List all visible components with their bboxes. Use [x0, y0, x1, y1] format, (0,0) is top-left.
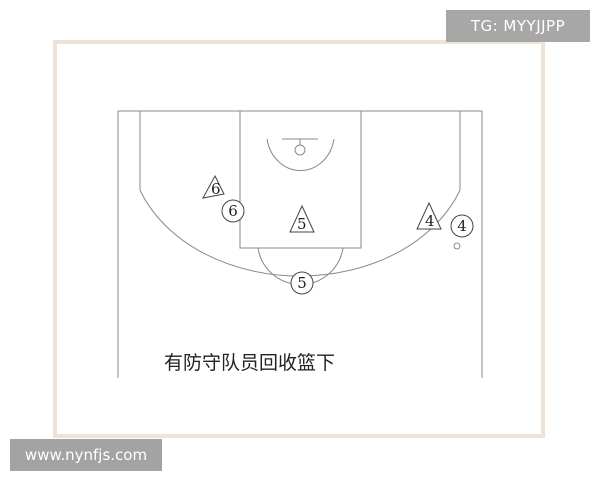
offense-player-6-label: 6 [211, 180, 221, 198]
ball-marker [453, 242, 461, 250]
rim [294, 144, 306, 156]
offense-player-5-label: 5 [297, 215, 307, 233]
defense-player-5-label: 5 [297, 274, 307, 292]
offense-player-5-triangle [289, 204, 315, 233]
offense-player-4-label: 4 [425, 212, 435, 230]
defense-player-5-circle [290, 271, 314, 295]
offense-player-6-triangle [202, 174, 225, 199]
watermark-url: www.nynfjs.com [10, 439, 162, 471]
offense-player-4-triangle [416, 201, 442, 230]
defense-player-6-label: 6 [228, 202, 238, 220]
restricted-arc [266, 138, 335, 171]
defense-player-4-label: 4 [457, 217, 467, 235]
defense-player-6-circle [221, 199, 245, 223]
diagram-caption: 有防守队员回收篮下 [164, 352, 335, 374]
paint-lane [239, 110, 362, 249]
three-point-arc [139, 189, 461, 277]
watermark-tag: TG: MYYJJPP [446, 10, 590, 42]
defense-player-4-circle [450, 214, 474, 238]
diagram-frame [53, 40, 545, 438]
